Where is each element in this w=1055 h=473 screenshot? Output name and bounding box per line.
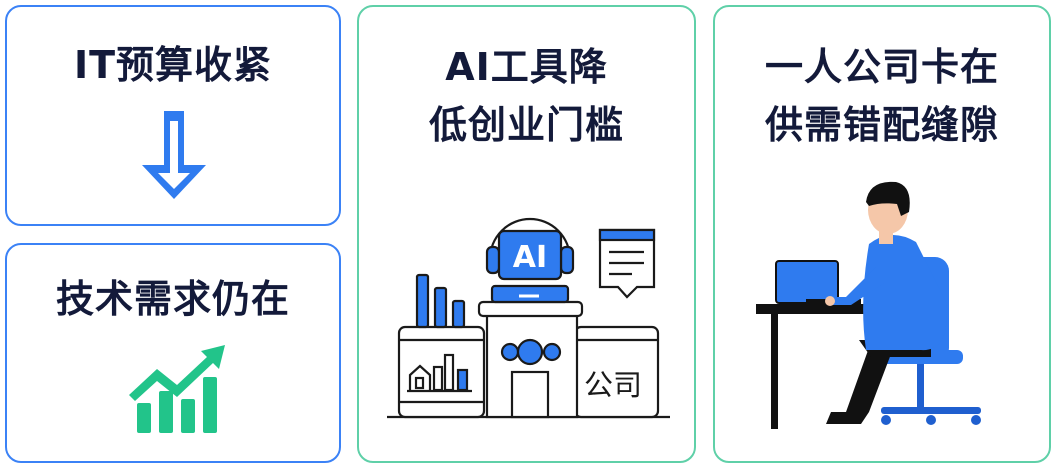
panel-title: IT预算收紧: [73, 43, 273, 87]
ai-startup-illustration: 公司 AI: [387, 217, 670, 419]
building-label: 公司: [584, 368, 642, 402]
panel-title-line: 供需错配缝隙: [764, 103, 999, 147]
panel-ai-tools: AI工具降 低创业门槛 公司 AI: [357, 5, 696, 463]
panel-it-budget: IT预算收紧: [5, 5, 341, 226]
panel-title: 技术需求仍在: [55, 277, 290, 321]
panel-title-line: AI工具降: [445, 45, 608, 89]
person-at-laptop-illustration: [756, 181, 981, 429]
panel-title-line: 一人公司卡在: [764, 45, 999, 89]
robot-ai-label: AI: [513, 240, 547, 275]
down-arrow-icon: [142, 111, 206, 199]
panel-title-line: 低创业门槛: [428, 103, 624, 147]
growth-chart-icon: [129, 345, 225, 433]
panel-tech-demand: 技术需求仍在: [5, 243, 341, 463]
panel-one-person-company: 一人公司卡在 供需错配缝隙: [713, 5, 1051, 463]
